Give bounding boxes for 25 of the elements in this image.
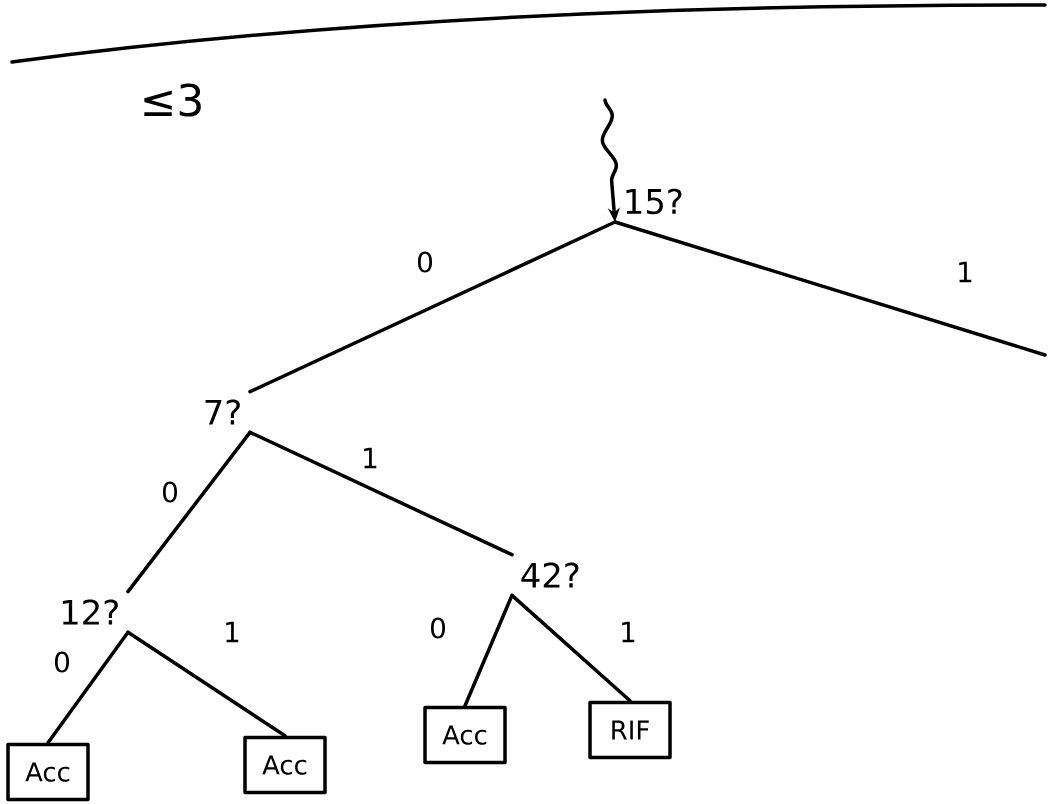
- edge-label: 0: [414, 249, 436, 275]
- edge-label: 0: [51, 649, 73, 675]
- edge-label: 1: [221, 619, 243, 645]
- leaf-box: Acc: [6, 742, 90, 802]
- edge-label: 1: [617, 619, 639, 645]
- branch-line: [248, 430, 514, 557]
- branch-line: [613, 220, 1047, 357]
- branch-line: [248, 220, 617, 394]
- branch-line: [463, 593, 514, 708]
- edge-label: 0: [159, 479, 181, 505]
- leaf-box: RIF: [588, 700, 672, 760]
- question-text: 12?: [62, 599, 118, 625]
- question-text: 7?: [205, 399, 240, 425]
- branch-line: [126, 430, 252, 594]
- question-text: 42?: [521, 562, 579, 588]
- branch-line: [46, 630, 130, 745]
- question-text: 15?: [626, 188, 682, 215]
- leaf-box: Acc: [423, 705, 507, 765]
- edge-label: 0: [427, 615, 449, 641]
- edge-label: 1: [359, 445, 381, 471]
- leaf-box: Acc: [243, 735, 327, 795]
- branch-line: [510, 593, 632, 703]
- edge-label: 1: [954, 259, 976, 285]
- note-text: ≤3: [144, 83, 201, 117]
- branch-line: [126, 630, 287, 738]
